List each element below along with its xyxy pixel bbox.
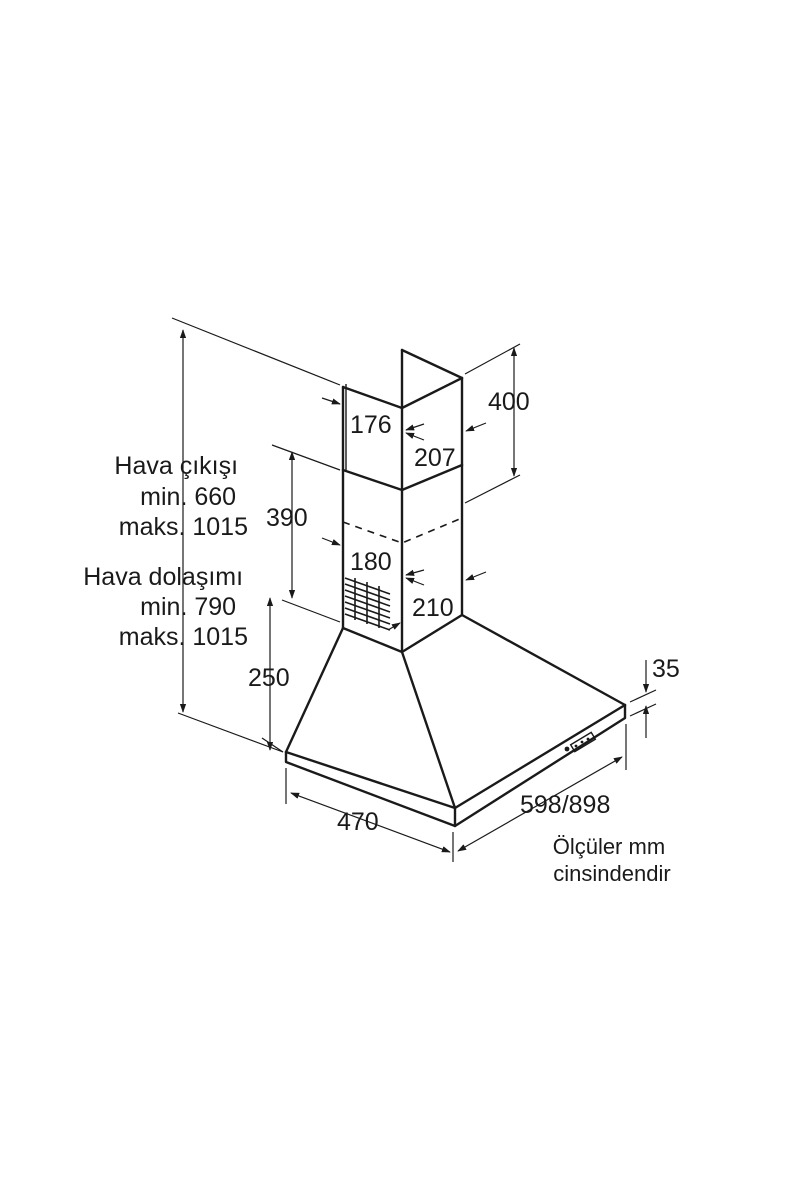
hood-outline bbox=[284, 348, 627, 828]
vent-grille bbox=[344, 577, 391, 631]
air-outlet-line-3: maks. 1015 bbox=[119, 513, 248, 541]
dim-598-898-label: 598/898 bbox=[520, 791, 610, 819]
recirculation-line-2: min. 790 bbox=[140, 593, 236, 621]
air-outlet-line-1: Hava çıkışı bbox=[114, 452, 238, 480]
units-note-line-2: cinsindendir bbox=[553, 861, 670, 886]
dimension-lines bbox=[171, 317, 657, 862]
units-note-line-1: Ölçüler mm bbox=[553, 834, 665, 859]
recirculation-line-3: maks. 1015 bbox=[119, 623, 248, 651]
units-note: Ölçüler mm cinsindendir bbox=[553, 834, 672, 886]
control-panel bbox=[564, 731, 597, 753]
recirculation-label: Hava dolaşımı min. 790 maks. 1015 bbox=[83, 563, 250, 651]
upper-chimney bbox=[341, 348, 464, 492]
dim-210-label: 210 bbox=[412, 594, 454, 622]
dim-390-label: 390 bbox=[266, 504, 308, 532]
air-outlet-line-2: min. 660 bbox=[140, 483, 236, 511]
lower-chimney bbox=[341, 463, 464, 654]
canopy bbox=[284, 613, 627, 828]
dim-250-label: 250 bbox=[248, 664, 290, 692]
dim-180-label: 180 bbox=[350, 548, 392, 576]
dim-400-label: 400 bbox=[488, 388, 530, 416]
dim-470-label: 470 bbox=[337, 808, 379, 836]
air-outlet-label: Hava çıkışı min. 660 maks. 1015 bbox=[114, 452, 248, 541]
dim-207-label: 207 bbox=[414, 444, 456, 472]
recirculation-line-1: Hava dolaşımı bbox=[83, 563, 243, 591]
dim-176-label: 176 bbox=[350, 411, 392, 439]
dim-35-label: 35 bbox=[652, 655, 680, 683]
